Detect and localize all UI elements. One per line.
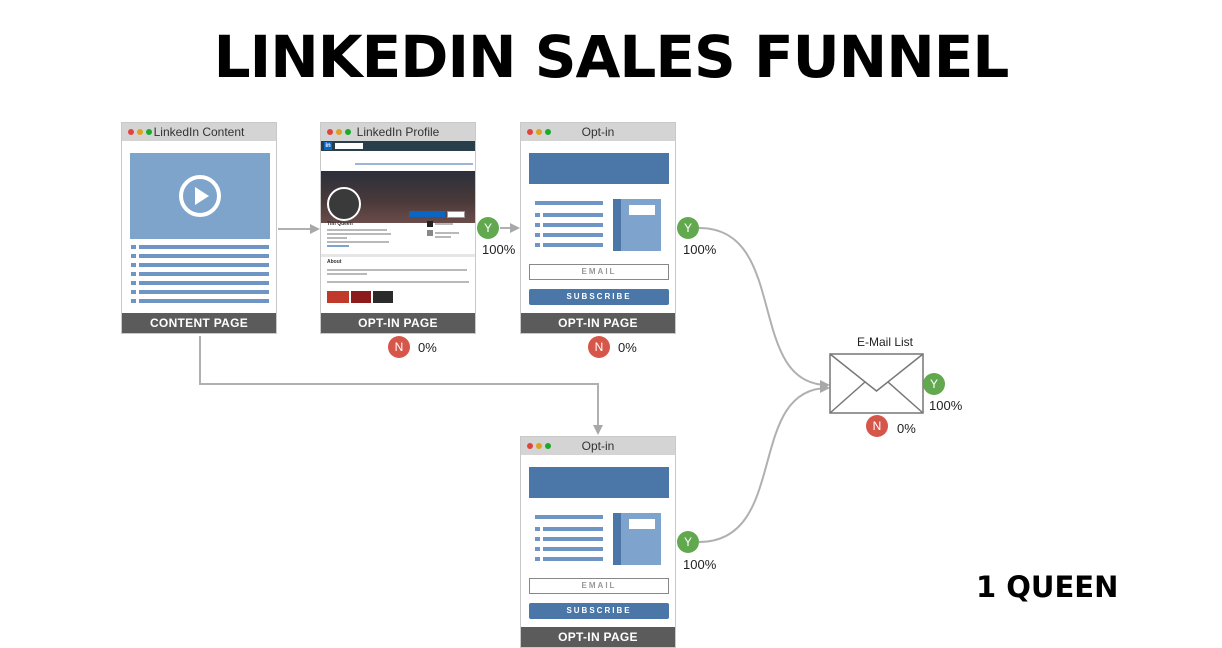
arrow-content-to-optin2 xyxy=(199,336,603,435)
profile-location xyxy=(327,241,389,243)
window-title: LinkedIn Profile xyxy=(356,125,440,139)
yes-badge-email-list: Y xyxy=(923,373,945,395)
about-text xyxy=(327,281,469,283)
school-icon xyxy=(427,230,433,236)
window-footer-label: OPT-IN PAGE xyxy=(521,627,675,647)
yes-badge-profile: Y xyxy=(477,217,499,239)
window-title: Opt-in xyxy=(581,439,615,453)
profile-headline xyxy=(327,233,391,235)
window-title-bar: Opt-in xyxy=(521,437,675,455)
no-percent-profile: 0% xyxy=(418,340,437,355)
window-footer-label: OPT-IN PAGE xyxy=(521,313,675,333)
envelope-icon xyxy=(829,353,924,414)
subscribe-button[interactable]: SUBSCRIBE xyxy=(529,603,669,619)
add-profile-section-button xyxy=(409,211,445,217)
window-controls xyxy=(128,129,152,135)
arrow-optin2-to-email xyxy=(698,383,830,543)
media-thumbnail xyxy=(327,291,349,303)
subscribe-button[interactable]: SUBSCRIBE xyxy=(529,289,669,305)
contact-info-link xyxy=(327,245,349,247)
yes-badge-optin-top: Y xyxy=(677,217,699,239)
window-controls xyxy=(527,443,551,449)
arrow-optin1-to-email xyxy=(698,227,830,390)
company-name xyxy=(435,223,453,225)
profile-page-window: LinkedIn Profile in Tim Queen About OPT-… xyxy=(320,122,476,334)
content-page-window: LinkedIn Content CONTENT PAGE xyxy=(121,122,277,334)
avatar xyxy=(327,187,361,221)
yes-percent-optin-bottom: 100% xyxy=(683,557,717,572)
media-thumbnail xyxy=(351,291,371,303)
page-title: LINKEDIN SALES FUNNEL xyxy=(213,23,1010,91)
window-controls xyxy=(327,129,351,135)
email-field[interactable]: EMAIL xyxy=(529,264,669,280)
about-heading: About xyxy=(327,259,342,265)
window-title-bar: Opt-in xyxy=(521,123,675,141)
section-divider xyxy=(321,254,475,257)
no-badge-email-list: N xyxy=(866,415,888,437)
media-thumbnail xyxy=(373,291,393,303)
yes-badge-optin-bottom: Y xyxy=(677,531,699,553)
school-name xyxy=(435,236,451,238)
video-thumbnail xyxy=(130,153,270,239)
no-percent-optin-top: 0% xyxy=(618,340,637,355)
optin-page-window-bottom: Opt-in EMAIL SUBSCRIBE OPT-IN PAGE xyxy=(520,436,676,648)
no-badge-profile: N xyxy=(388,336,410,358)
ebook-icon xyxy=(613,513,661,565)
yes-percent-email-list: 100% xyxy=(929,398,963,413)
about-text xyxy=(327,273,367,275)
ebook-icon xyxy=(613,199,661,251)
optin-page-window-top: Opt-in EMAIL SUBSCRIBE OPT-IN PAGE xyxy=(520,122,676,334)
brand-logo-text: 1 QUEEN xyxy=(976,570,1119,604)
play-icon xyxy=(179,175,221,217)
yes-percent-profile: 100% xyxy=(482,242,516,257)
profile-name: Tim Queen xyxy=(327,221,353,227)
profile-banner-link xyxy=(355,163,473,165)
linkedin-nav-bar: in xyxy=(321,141,475,151)
yes-percent-optin-top: 100% xyxy=(683,242,717,257)
linkedin-logo-icon: in xyxy=(324,142,332,150)
no-percent-email-list: 0% xyxy=(897,421,916,436)
optin-header-banner xyxy=(529,467,669,498)
window-title: LinkedIn Content xyxy=(153,125,245,139)
company-icon xyxy=(427,221,433,227)
window-controls xyxy=(527,129,551,135)
window-footer-label: CONTENT PAGE xyxy=(122,313,276,333)
about-text xyxy=(327,269,467,271)
linkedin-search-box xyxy=(335,143,363,149)
profile-headline xyxy=(327,229,387,231)
window-footer-label: OPT-IN PAGE xyxy=(321,313,475,333)
window-title: Opt-in xyxy=(581,125,615,139)
more-button xyxy=(447,211,465,218)
no-badge-optin-top: N xyxy=(588,336,610,358)
window-title-bar: LinkedIn Profile xyxy=(321,123,475,141)
optin-header-banner xyxy=(529,153,669,184)
email-field[interactable]: EMAIL xyxy=(529,578,669,594)
school-name xyxy=(435,232,459,234)
email-list-label: E-Mail List xyxy=(856,335,913,349)
window-title-bar: LinkedIn Content xyxy=(122,123,276,141)
profile-headline xyxy=(327,237,347,239)
